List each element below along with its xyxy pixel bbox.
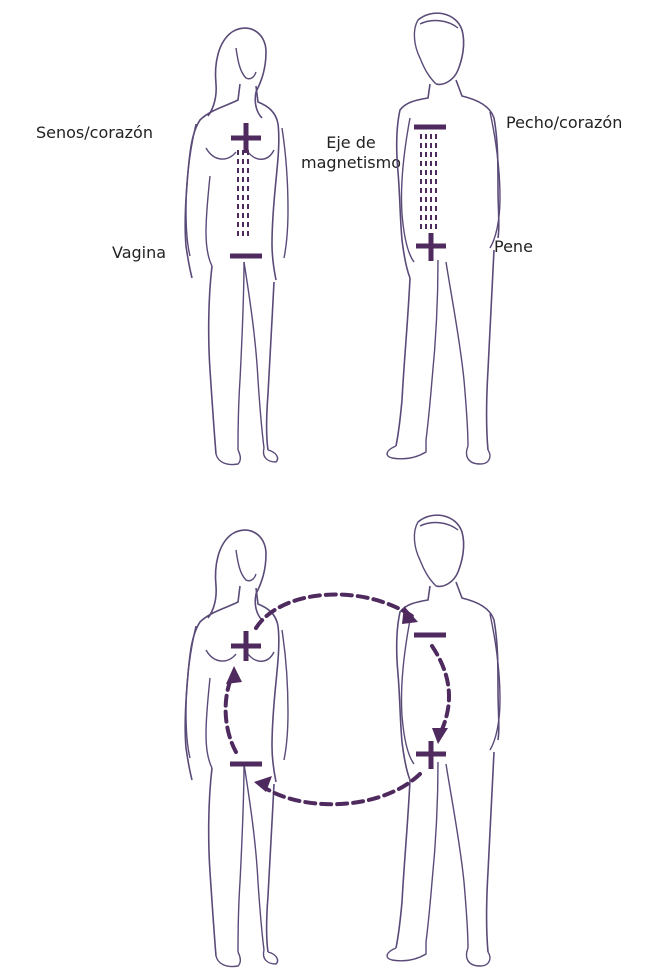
plus-icon-female-bottom: [231, 631, 261, 661]
plus-icon-male-top: [416, 233, 446, 261]
female-figure-top: [185, 28, 288, 464]
male-figure-top: [387, 13, 500, 464]
male-axis-dashes: [421, 134, 436, 232]
arrow-head-right: [432, 728, 448, 744]
energy-loop: [226, 594, 449, 804]
male-figure-bottom: [387, 515, 500, 966]
plus-icon-male-bottom: [416, 741, 446, 769]
female-axis-dashes: [238, 150, 248, 240]
plus-icon-female-top: [231, 123, 261, 153]
arrow-head-top: [402, 606, 418, 624]
arrow-head-left: [226, 666, 242, 684]
female-figure-bottom: [185, 530, 288, 966]
